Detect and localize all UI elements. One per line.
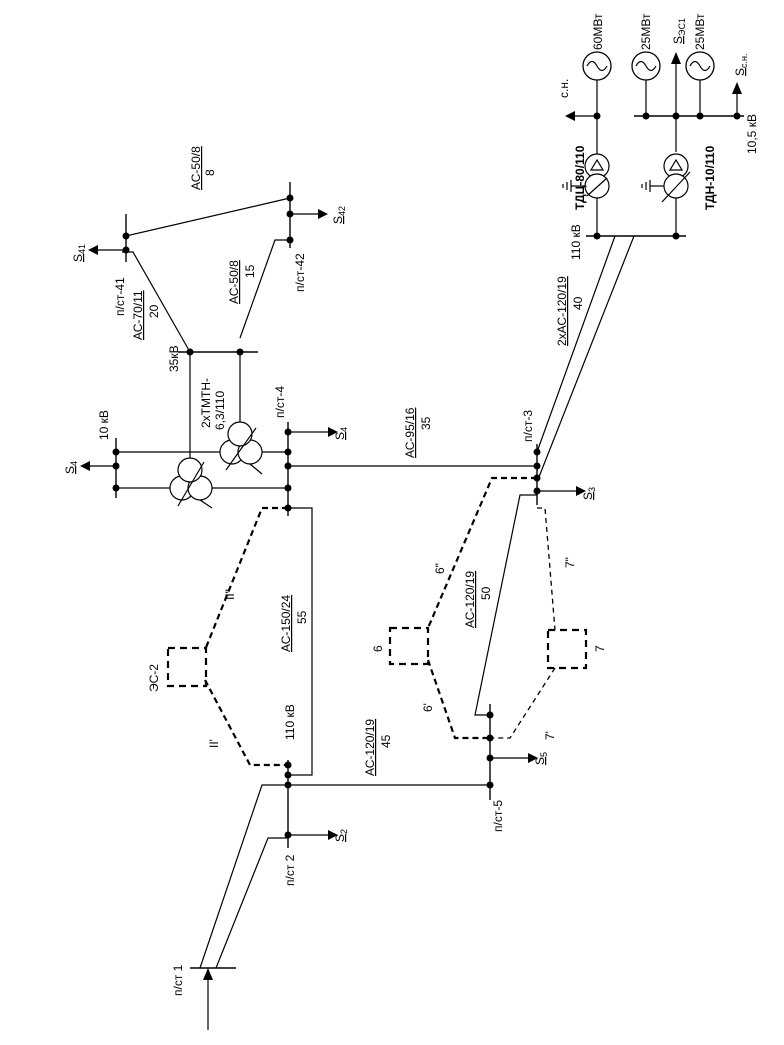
line-35-41-wire: АС-70/11 <box>131 290 145 340</box>
label-gen-25b: 25МВт <box>693 13 707 50</box>
line-ps5-ps3-len: 50 <box>479 586 493 600</box>
label-tmtn-2: 6,3/110 <box>213 391 227 430</box>
transformer-tdc <box>562 153 610 199</box>
line-ps1-ps2-len: 55 <box>295 610 309 624</box>
label-s5: S5 <box>533 752 549 765</box>
mark-6bot: 6' <box>421 703 435 712</box>
node6-dashed-lines <box>388 476 537 740</box>
label-kv35: 35кВ <box>167 345 181 372</box>
mark-6: 6 <box>371 645 385 652</box>
label-s4-10: S4 <box>63 461 79 474</box>
label-s2: S2 <box>333 829 349 842</box>
load-ssn <box>732 82 742 116</box>
load-s42 <box>290 209 328 219</box>
line-ps1-ps2-wire: АС-150/24 <box>279 595 293 652</box>
mark-6top: 6" <box>433 563 447 574</box>
transformer-tdn <box>641 116 691 236</box>
label-ps42: п/ст-42 <box>293 253 307 292</box>
mark-7top: 7" <box>563 557 577 568</box>
label-ps3: п/ст-3 <box>521 410 535 442</box>
label-ps41: п/ст-41 <box>113 277 127 316</box>
label-s3: S3 <box>581 487 597 500</box>
label-sn-left: с.н. <box>557 79 571 98</box>
label-ps1: п/ст 1 <box>171 964 185 996</box>
node7-box <box>546 628 588 670</box>
label-tdc: ТДЦ-80/110 <box>573 145 587 210</box>
line-ps2-ps5-len: 45 <box>379 734 393 748</box>
line-35-42 <box>239 239 290 339</box>
label-ps2: п/ст 2 <box>283 854 297 886</box>
generator-25mw-2 <box>685 51 715 116</box>
line-ps5-ps3 <box>474 494 537 716</box>
load-s3 <box>537 486 586 496</box>
label-kv110-es1: 110 кВ <box>569 224 583 260</box>
supply-arrow <box>203 968 213 1030</box>
es2-dashed-lines <box>166 506 288 767</box>
load-sn-left <box>565 111 597 121</box>
label-ssn: Sс.н. <box>733 54 749 77</box>
line-35-41-len: 20 <box>147 304 161 318</box>
node7-dashed-lines <box>490 507 588 739</box>
transformer-tmtn-1 <box>116 457 288 509</box>
label-ses1: SЭС1 <box>671 18 687 44</box>
node6-box <box>388 626 430 666</box>
label-tmtn-1: 2хТМТН- <box>199 378 213 428</box>
line-es1-ps3-len: 40 <box>571 296 585 310</box>
line-ps2-ps5-wire: АС-120/19 <box>363 719 377 776</box>
label-ps4: п/ст-4 <box>273 386 287 418</box>
label-s42: S42 <box>331 206 347 224</box>
label-kv105: 10,5 кВ <box>745 114 759 154</box>
generator-25mw-1 <box>631 51 661 116</box>
mark-II-bot: II' <box>207 739 221 748</box>
label-kv110-ps2: 110 кВ <box>283 704 297 740</box>
line-41-42-wire: АС-50/8 <box>189 146 203 190</box>
load-s4-10 <box>80 461 116 471</box>
load-s5 <box>490 753 538 763</box>
line-ps2-ps4 <box>288 507 313 776</box>
mark-II-top: II" <box>223 589 237 600</box>
mark-7bot: 7' <box>543 731 557 740</box>
label-s4-110: S4 <box>333 427 349 440</box>
label-gen-25a: 25МВт <box>639 13 653 50</box>
load-s2 <box>288 830 338 840</box>
label-es2: ЭС-2 <box>147 664 161 692</box>
label-gen-60: 60МВт <box>591 13 605 50</box>
load-s4-110 <box>288 427 338 437</box>
double-line-ps1-ps2 <box>199 784 288 969</box>
mark-7: 7 <box>593 645 607 652</box>
label-ps5: п/ст-5 <box>491 800 505 832</box>
generator-60mw <box>582 51 612 236</box>
load-s41 <box>88 245 126 255</box>
line-ps4-ps3-len: 35 <box>419 416 433 430</box>
label-tdn: ТДН-10/110 <box>703 145 717 210</box>
line-es1-ps3-wire: 2хАС-120/19 <box>555 276 569 346</box>
transformer-tmtn-2 <box>116 421 288 475</box>
load-ses1 <box>671 52 681 116</box>
junction-dots <box>112 112 741 839</box>
line-35-42-wire: АС-50/8 <box>227 260 241 304</box>
label-s41: S41 <box>71 244 87 262</box>
es2-system-box <box>166 646 208 688</box>
line-41-42 <box>125 197 291 237</box>
label-kv10: 10 кВ <box>97 410 111 440</box>
line-ps5-ps3-wire: АС-120/19 <box>463 571 477 628</box>
line-35-42-len: 15 <box>243 264 257 278</box>
double-line-es1-ps3 <box>536 235 635 483</box>
line-ps4-ps3-wire: АС-95/16 <box>403 407 417 458</box>
line-41-42-len: 8 <box>203 169 217 176</box>
